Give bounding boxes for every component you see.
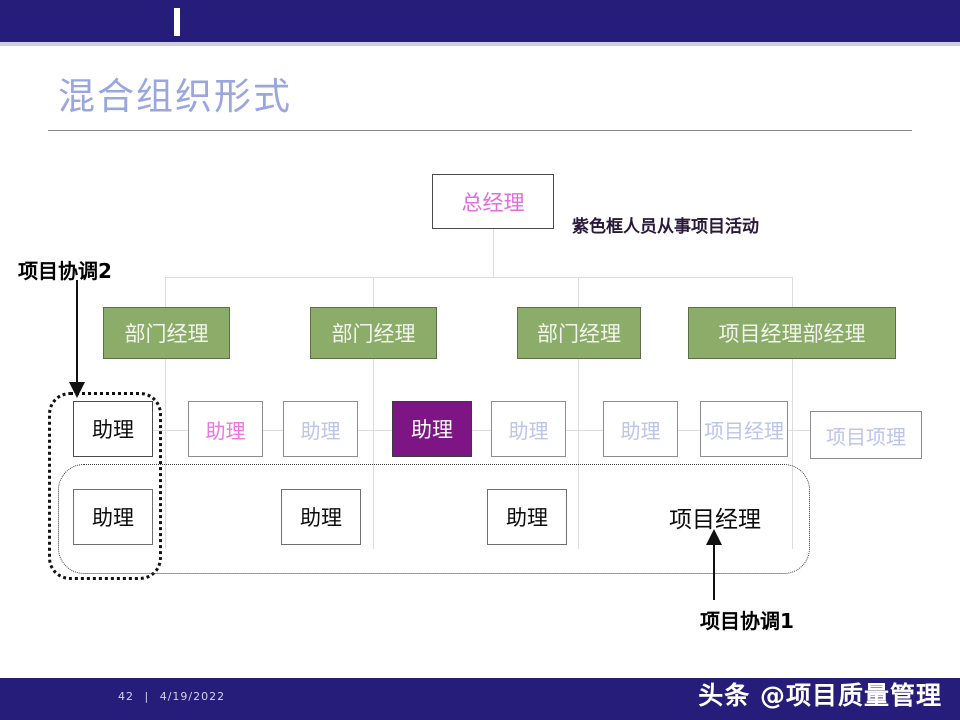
node-staff-5-label: 助理 bbox=[508, 418, 549, 443]
node-staff-2-label: 助理 bbox=[205, 418, 246, 443]
connector-spine-1 bbox=[165, 359, 166, 549]
watermark-label: 头条 @项目质量管理 bbox=[698, 681, 942, 710]
node-staff-4-project[interactable]: 助理 bbox=[392, 401, 472, 457]
node-project-dept-manager-label: 项目经理部经理 bbox=[718, 322, 866, 346]
connector-manager-bus bbox=[165, 277, 792, 278]
node-staff-5[interactable]: 助理 bbox=[491, 401, 566, 457]
node-staff-2[interactable]: 助理 bbox=[188, 401, 263, 457]
node-department-manager-2[interactable]: 部门经理 bbox=[310, 307, 437, 359]
node-project-manager-text[interactable]: 项目经理 bbox=[650, 498, 780, 536]
legend-note: 紫色框人员从事项目活动 bbox=[572, 217, 759, 237]
node-project-dept-manager[interactable]: 项目经理部经理 bbox=[688, 307, 896, 359]
node-staff-6[interactable]: 助理 bbox=[603, 401, 678, 457]
connector-spine-2 bbox=[373, 359, 374, 549]
node-staff-7-label: 项目经理 bbox=[704, 418, 784, 443]
node-department-manager-3-label: 部门经理 bbox=[537, 322, 621, 346]
connector-drop-m2 bbox=[373, 277, 374, 307]
connector-drop-m4 bbox=[792, 277, 793, 307]
node-staff-3-label: 助理 bbox=[300, 418, 341, 443]
callout-coordination-2: 项目协调2 bbox=[18, 259, 112, 283]
title-divider bbox=[48, 130, 912, 131]
node-staff-8-label: 项目项理 bbox=[826, 424, 906, 449]
footer-date: 4/19/2022 bbox=[159, 690, 226, 703]
top-navy-bar bbox=[0, 0, 960, 42]
node-project-staff-1[interactable]: 助理 bbox=[73, 489, 153, 545]
connector-gm-stem bbox=[493, 229, 494, 277]
footer-meta: 42 | 4/19/2022 bbox=[118, 690, 225, 703]
node-project-staff-2-label: 助理 bbox=[300, 506, 342, 530]
node-general-manager[interactable]: 总经理 bbox=[432, 174, 554, 229]
top-bar-edge bbox=[0, 42, 960, 46]
node-department-manager-1-label: 部门经理 bbox=[124, 322, 209, 346]
footer-separator: | bbox=[144, 690, 150, 703]
node-staff-1-label: 助理 bbox=[92, 418, 134, 442]
node-project-manager-text-label: 项目经理 bbox=[669, 507, 761, 533]
connector-drop-m3 bbox=[578, 277, 579, 307]
connector-spine-4 bbox=[792, 359, 793, 549]
node-staff-3[interactable]: 助理 bbox=[283, 401, 358, 457]
node-staff-1[interactable]: 助理 bbox=[73, 401, 153, 457]
callout-coordination-1: 项目协调1 bbox=[700, 609, 794, 633]
footer-page-number: 42 bbox=[118, 690, 134, 703]
node-staff-6-label: 助理 bbox=[620, 418, 661, 443]
node-project-staff-3-label: 助理 bbox=[506, 506, 548, 530]
node-department-manager-1[interactable]: 部门经理 bbox=[103, 307, 230, 359]
node-staff-7[interactable]: 项目经理 bbox=[700, 401, 788, 457]
connector-drop-m1 bbox=[165, 277, 166, 307]
node-department-manager-2-label: 部门经理 bbox=[331, 322, 416, 346]
footer-bar bbox=[0, 678, 960, 720]
node-project-staff-2[interactable]: 助理 bbox=[281, 489, 361, 545]
cursor-mark-icon bbox=[174, 8, 180, 36]
group-coordination-2-outline bbox=[48, 392, 162, 580]
node-staff-4-label: 助理 bbox=[411, 418, 453, 442]
node-project-staff-1-label: 助理 bbox=[92, 506, 134, 530]
node-general-manager-label: 总经理 bbox=[461, 190, 525, 215]
page-title: 混合组织形式 bbox=[58, 75, 292, 118]
node-project-staff-3[interactable]: 助理 bbox=[487, 489, 567, 545]
connector-spine-3 bbox=[578, 359, 579, 549]
node-staff-8[interactable]: 项目项理 bbox=[810, 411, 922, 459]
node-department-manager-3[interactable]: 部门经理 bbox=[517, 307, 641, 359]
group-coordination-1-outline bbox=[58, 464, 810, 574]
